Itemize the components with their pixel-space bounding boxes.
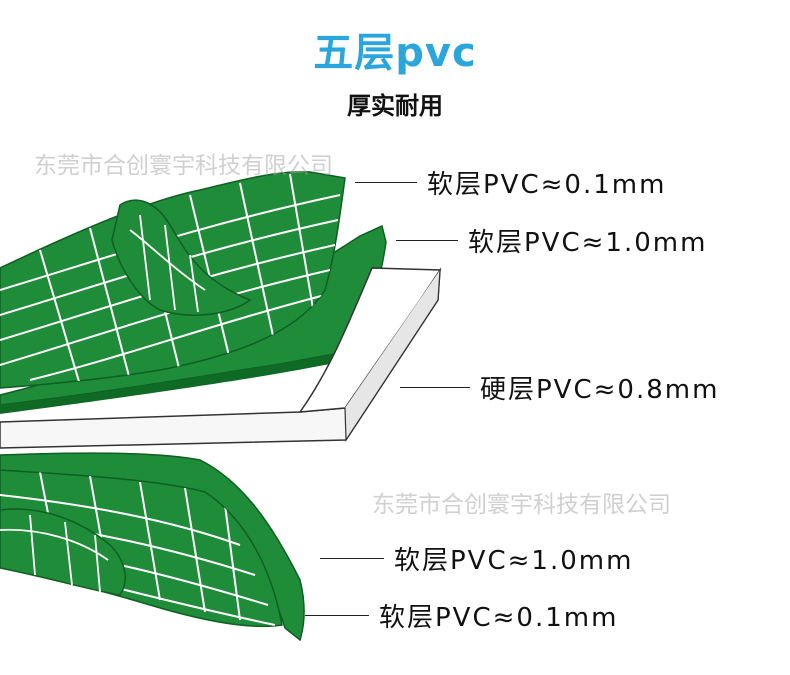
- label-layer-1: 软层PVC≈0.1mm: [355, 164, 666, 201]
- watermark-top: 东莞市合创寰宇科技有限公司: [34, 153, 333, 179]
- leader-line: [400, 387, 470, 388]
- page-title: 五层pvc: [313, 30, 477, 76]
- label-layer-3: 硬层PVC≈0.8mm: [400, 369, 719, 406]
- leader-line: [305, 615, 369, 616]
- label-text: 软层PVC≈1.0mm: [394, 546, 634, 576]
- label-layer-4: 软层PVC≈1.0mm: [320, 540, 633, 577]
- page-subtitle: 厚实耐用: [347, 92, 443, 120]
- label-layer-5: 软层PVC≈0.1mm: [305, 597, 618, 634]
- leader-line: [320, 558, 384, 559]
- leader-line: [396, 240, 458, 241]
- watermark-bottom: 东莞市合创寰宇科技有限公司: [372, 492, 671, 518]
- label-layer-2: 软层PVC≈1.0mm: [396, 222, 707, 259]
- label-text: 软层PVC≈0.1mm: [427, 170, 667, 200]
- label-text: 软层PVC≈0.1mm: [379, 603, 619, 633]
- leader-line: [355, 182, 417, 183]
- label-text: 硬层PVC≈0.8mm: [480, 375, 720, 405]
- curled-flap-top: [111, 199, 252, 316]
- label-text: 软层PVC≈1.0mm: [468, 228, 708, 258]
